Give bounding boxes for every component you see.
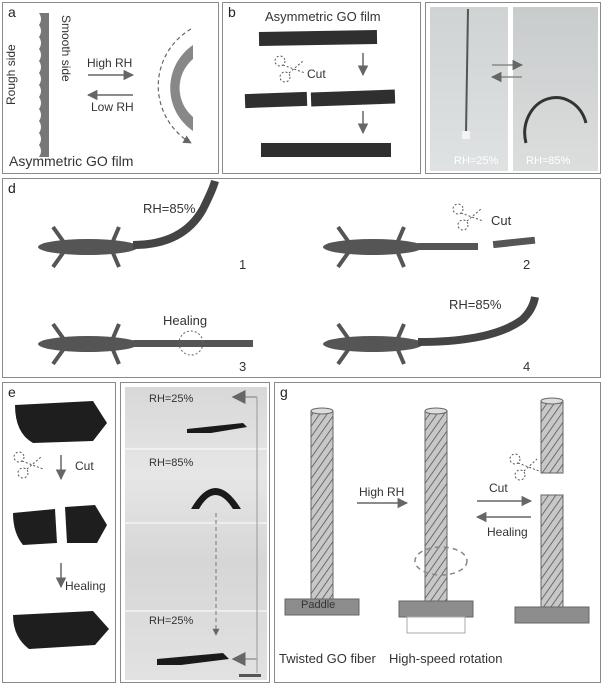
gecko-3	[38, 322, 253, 366]
film-block-top	[15, 401, 107, 443]
film-piece-right	[65, 505, 107, 543]
film-strip-healed	[261, 143, 391, 157]
panel-label-b: b	[228, 4, 236, 20]
scissors-icon	[274, 55, 306, 83]
panel-f: f RH=25% RH=85% RH=25%	[120, 382, 270, 683]
panel-d: d RH=85% Cut Heali	[2, 178, 601, 378]
gecko-2	[323, 203, 536, 269]
film-block-healed	[13, 611, 109, 649]
scissors-icon	[509, 453, 540, 481]
cut-label-d: Cut	[491, 213, 512, 228]
rh85-label: RH=85%	[526, 155, 571, 167]
film-piece-left	[244, 91, 308, 109]
gecko-1	[38, 179, 219, 269]
panel-a: a Rough side Smooth side High RH Low RH …	[2, 2, 219, 174]
step-number-3: 3	[239, 359, 247, 374]
panel-e-graphic	[13, 401, 109, 649]
bent-film	[523, 96, 588, 144]
healing-label-g: Healing	[487, 525, 528, 539]
rh25-top-label: RH=25%	[149, 393, 194, 405]
panel-label-d: d	[8, 180, 16, 196]
panel-b: b Asymmetric GO film Cut	[222, 2, 421, 174]
straight-film	[465, 8, 469, 134]
panel-b-graphic	[244, 29, 396, 157]
rotation-caption: High-speed rotation	[389, 651, 503, 666]
rh25-bottom-label: RH=25%	[149, 615, 194, 627]
film-curved	[191, 488, 241, 509]
smooth-side-label: Smooth side	[59, 15, 73, 82]
film-piece-left	[13, 509, 57, 545]
step-number-1: 1	[239, 257, 247, 272]
cut-label: Cut	[307, 67, 326, 81]
rh85-label-1: RH=85%	[143, 201, 196, 216]
photo-stack	[125, 387, 267, 680]
rough-side-label: Rough side	[4, 44, 18, 105]
curved-film	[170, 45, 193, 131]
panel-c-graphic	[462, 8, 588, 144]
scissors-icon	[452, 203, 484, 231]
fiber-3-bottom	[540, 494, 564, 608]
panel-g: g High RH Cut Healing Paddle Twisted GO …	[274, 382, 601, 683]
step-number-4: 4	[523, 359, 531, 374]
panel-d-graphic	[38, 179, 539, 366]
paddle-1	[284, 598, 360, 616]
rough-film	[39, 13, 49, 157]
paddle-3	[514, 606, 590, 624]
scale-bar	[239, 674, 261, 677]
panel-c: c RH=25% RH=85%	[425, 2, 601, 174]
photo-rh25	[430, 7, 508, 171]
asymmetric-film-caption: Asymmetric GO film	[9, 153, 134, 169]
step-number-2: 2	[523, 257, 531, 272]
film-flat-top	[187, 423, 247, 433]
cut-label-g: Cut	[489, 481, 508, 495]
panel-g-graphic	[284, 397, 590, 634]
low-rh-label: Low RH	[91, 100, 134, 114]
cut-label-e: Cut	[75, 459, 94, 473]
gecko-4	[323, 296, 539, 366]
fiber-3-top	[540, 400, 564, 474]
panel-label-a: a	[8, 4, 16, 20]
fiber-2	[424, 410, 448, 602]
healing-label-e: Healing	[65, 579, 106, 593]
fiber-1	[310, 410, 334, 600]
high-rh-label-g: High RH	[359, 485, 405, 499]
panel-b-title: Asymmetric GO film	[265, 9, 381, 24]
panel-label-e: e	[8, 384, 16, 400]
paddle-2	[398, 600, 474, 618]
high-rh-label: High RH	[87, 56, 133, 70]
twisted-fiber-caption: Twisted GO fiber	[279, 651, 376, 666]
photo-rh85	[513, 7, 598, 171]
rh85-mid-label: RH=85%	[149, 457, 194, 469]
scissors-icon	[13, 451, 44, 479]
rh85-label-4: RH=85%	[449, 297, 502, 312]
panel-a-graphic	[39, 13, 193, 157]
paddle-label: Paddle	[301, 599, 336, 611]
panel-label-g: g	[280, 384, 288, 400]
healing-label-d: Healing	[163, 313, 208, 328]
rh25-label: RH=25%	[454, 155, 499, 167]
film-strip-top	[258, 29, 378, 47]
film-flat-bottom	[157, 653, 229, 665]
panel-f-graphic	[125, 390, 267, 677]
panel-e: e Cut Healing	[2, 382, 116, 683]
film-piece-right	[310, 89, 396, 107]
